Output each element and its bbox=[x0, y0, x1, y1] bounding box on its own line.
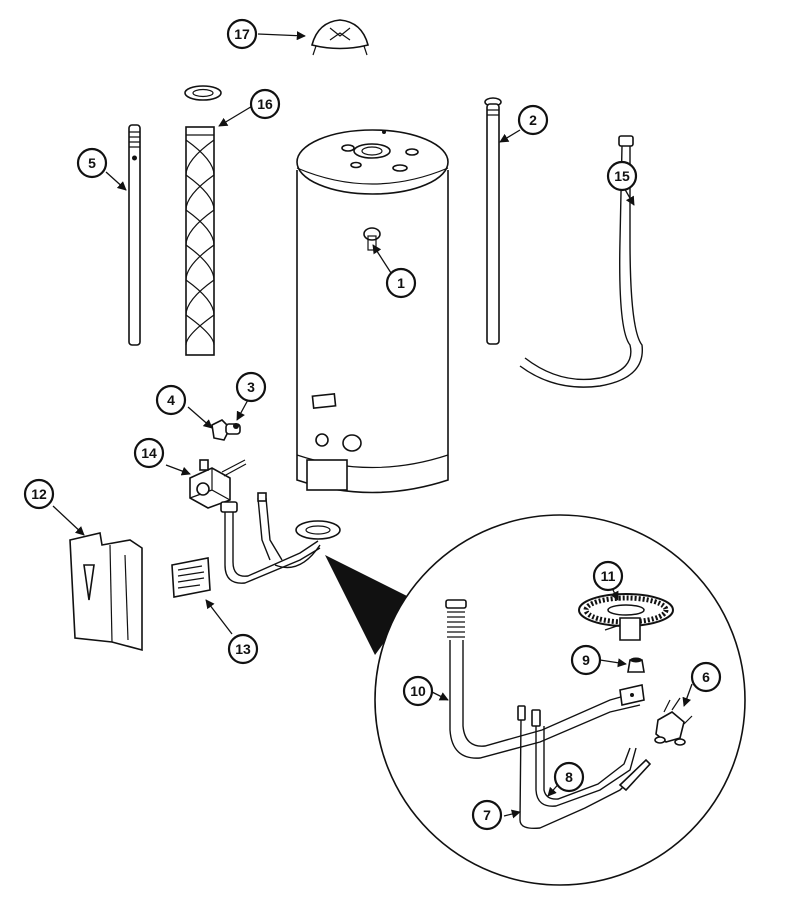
part-12-outer-door bbox=[69, 532, 143, 652]
part-2-dip-tube bbox=[484, 97, 502, 345]
svg-text:3: 3 bbox=[247, 379, 255, 395]
callout-4: 4 bbox=[155, 384, 187, 416]
callout-17: 17 bbox=[226, 18, 258, 50]
part-13-label-plate bbox=[171, 557, 211, 598]
svg-text:6: 6 bbox=[702, 669, 710, 685]
callout-8: 8 bbox=[553, 761, 585, 793]
svg-text:12: 12 bbox=[31, 486, 47, 502]
callout-10: 10 bbox=[402, 675, 434, 707]
part-15-flex-tube bbox=[519, 135, 643, 388]
part-4-drain-valve bbox=[211, 419, 241, 441]
callout-16: 16 bbox=[249, 88, 281, 120]
svg-text:9: 9 bbox=[582, 652, 590, 668]
detail-circle bbox=[374, 514, 746, 886]
callout-6: 6 bbox=[690, 661, 722, 693]
callout-12: 12 bbox=[23, 478, 55, 510]
svg-text:2: 2 bbox=[529, 112, 537, 128]
callout-13: 13 bbox=[227, 633, 259, 665]
svg-text:7: 7 bbox=[483, 807, 491, 823]
part-7-8-thermocouple-tubes bbox=[517, 705, 652, 830]
svg-text:5: 5 bbox=[88, 155, 96, 171]
callout-5: 5 bbox=[76, 147, 108, 179]
callout-11: 11 bbox=[592, 560, 624, 592]
part-9-orifice bbox=[627, 657, 645, 673]
callouts: 17 16 5 2 15 1 3 4 14 12 13 11 9 10 6 8 … bbox=[23, 18, 722, 831]
svg-text:13: 13 bbox=[235, 641, 251, 657]
callout-7: 7 bbox=[471, 799, 503, 831]
callout-9: 9 bbox=[570, 644, 602, 676]
svg-text:1: 1 bbox=[397, 275, 405, 291]
svg-text:17: 17 bbox=[234, 26, 250, 42]
callout-3: 3 bbox=[235, 371, 267, 403]
callout-15: 15 bbox=[606, 160, 638, 192]
svg-text:11: 11 bbox=[601, 568, 616, 584]
part-6-pilot-assembly bbox=[654, 697, 693, 746]
callout-14: 14 bbox=[133, 437, 165, 469]
svg-text:15: 15 bbox=[614, 168, 630, 184]
part-11-burner bbox=[578, 593, 674, 641]
part-14-gas-control-valve bbox=[189, 459, 247, 509]
svg-text:16: 16 bbox=[257, 96, 273, 112]
svg-text:8: 8 bbox=[565, 769, 573, 785]
part-10-manifold-tube bbox=[445, 599, 645, 759]
part-17-top-cap bbox=[311, 19, 369, 56]
svg-text:10: 10 bbox=[410, 683, 426, 699]
water-heater-tank bbox=[296, 129, 449, 494]
svg-text:4: 4 bbox=[167, 392, 175, 408]
part-5-anode-rod bbox=[128, 124, 141, 346]
callout-1: 1 bbox=[385, 267, 417, 299]
part-16-flue-baffle bbox=[184, 85, 222, 356]
burner-assembly bbox=[220, 492, 341, 584]
callout-2: 2 bbox=[517, 104, 549, 136]
svg-text:14: 14 bbox=[141, 445, 157, 461]
